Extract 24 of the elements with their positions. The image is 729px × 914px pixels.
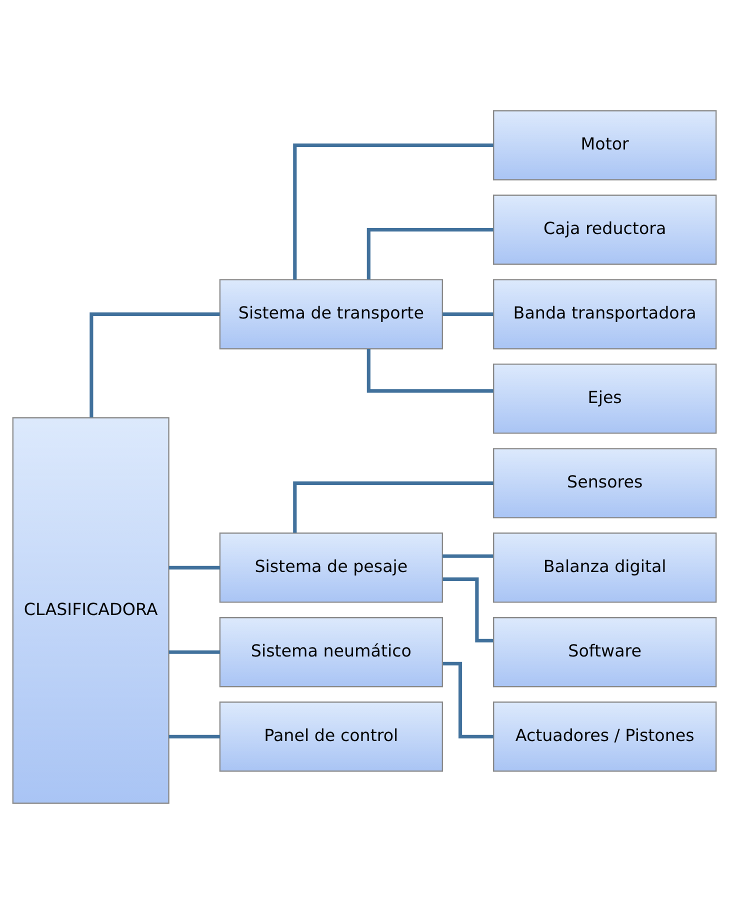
connector [442,312,494,316]
connector [366,228,494,280]
node-box: Motor [493,110,717,180]
node-box: Software [493,617,717,688]
node-box: Caja reductora [493,194,717,265]
node-box: CLASIFICADORA [12,417,170,804]
connector [366,349,494,393]
node-box: Sistema neumático [219,617,444,688]
node-box: Sistema de transporte [219,279,444,350]
connector [442,577,494,642]
node-box: Ejes [493,364,717,434]
connector [90,312,220,418]
connector [168,566,220,570]
connector [293,481,494,533]
node-box: Balanza digital [493,532,717,603]
node-box: Sistema de pesaje [219,532,444,603]
connector [442,554,494,558]
connector [168,734,220,738]
connector [168,650,220,654]
node-box: Actuadores / Pistones [493,702,717,772]
node-box: Sensores [493,448,717,518]
node-box: Banda transportadora [493,279,717,350]
connector [293,143,494,280]
node-box: Panel de control [219,702,444,772]
